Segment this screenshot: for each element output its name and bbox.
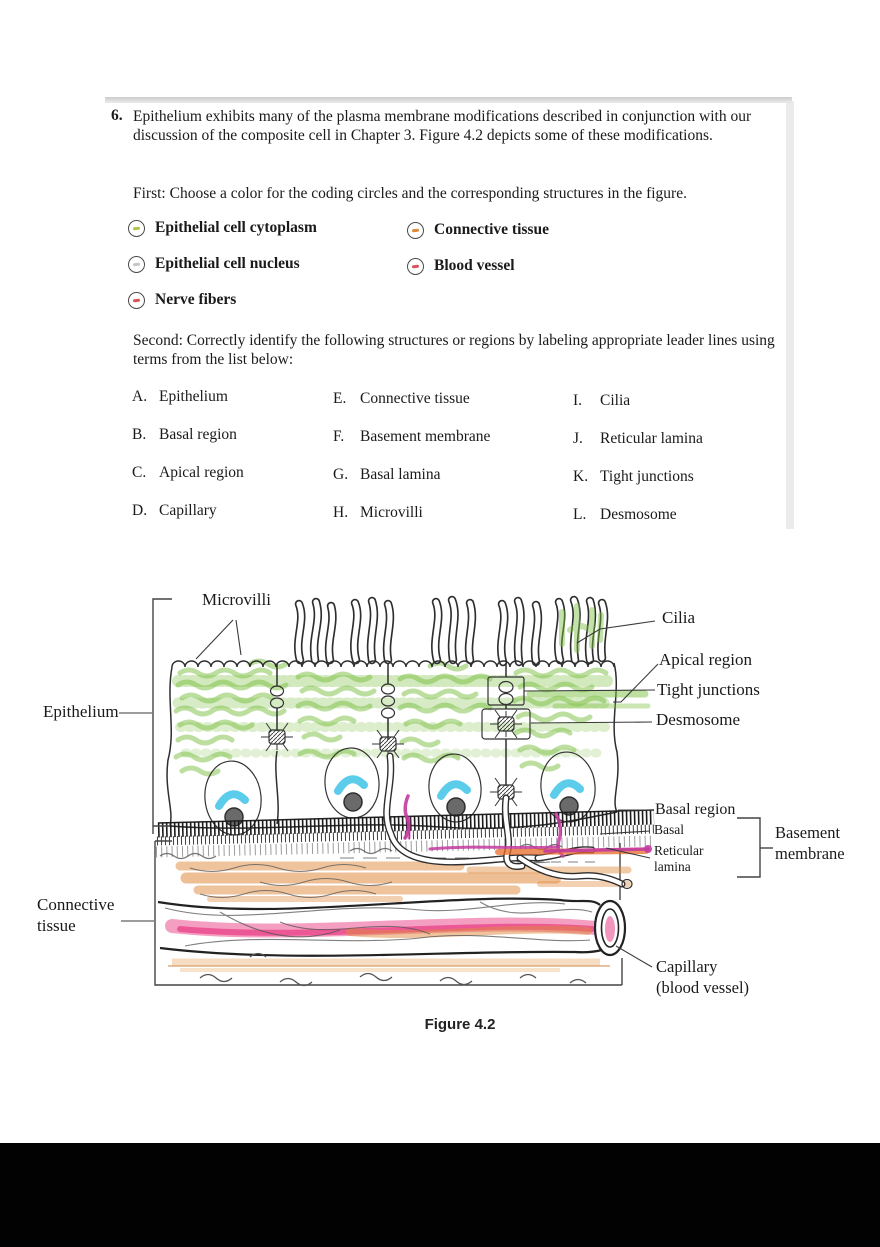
lower-connective-band [168, 952, 610, 987]
leader-lines [119, 619, 659, 968]
color-coding-circle [407, 221, 424, 239]
coding-label: Connective tissue [434, 221, 549, 238]
scan-edge-top [105, 97, 792, 103]
label-reticular-lamina: Reticular lamina [654, 843, 704, 874]
term-letter: I. [573, 392, 583, 409]
color-mark [411, 264, 420, 268]
label-apical-region: Apical region [659, 650, 752, 669]
term-letter: J. [573, 430, 583, 447]
term-text: Tight junctions [600, 468, 694, 485]
label-basement-membrane: Basement membrane [775, 823, 845, 863]
term-letter: E. [333, 390, 347, 407]
coding-circle-row: Epithelial cell cytoplasm [128, 219, 317, 237]
term-item: B. Basal region [132, 426, 237, 444]
term-text: Cilia [600, 392, 631, 409]
term-item: D. Capillary [132, 502, 217, 520]
question-text: Epithelium exhibits many of the plasma m… [133, 108, 752, 144]
term-text: Epithelium [159, 388, 228, 405]
color-mark [132, 262, 141, 266]
connective-orange-coloring [175, 861, 632, 902]
coding-label: Epithelial cell cytoplasm [155, 219, 317, 236]
color-coding-circle [128, 219, 145, 237]
term-letter: C. [132, 464, 147, 481]
coding-label: Epithelial cell nucleus [155, 255, 300, 272]
first-instruction: First: Choose a color for the coding cir… [133, 185, 687, 202]
term-letter: D. [132, 502, 148, 519]
label-capillary: Capillary (blood vessel) [656, 956, 749, 998]
term-item: G. Basal lamina [333, 466, 441, 484]
figure-4-2-drawing [119, 595, 773, 987]
color-coding-circle [407, 257, 424, 275]
term-text: Microvilli [360, 504, 423, 521]
term-text: Capillary [159, 502, 217, 519]
term-letter: H. [333, 504, 349, 521]
term-item: K. Tight junctions [573, 468, 694, 486]
figure-brackets [152, 598, 773, 878]
term-text: Apical region [159, 464, 244, 481]
term-item: E. Connective tissue [333, 390, 470, 408]
term-item: I. Cilia [573, 392, 630, 410]
label-epithelium: Epithelium [43, 702, 119, 721]
term-text: Basal region [159, 426, 237, 443]
label-cilia: Cilia [662, 608, 696, 627]
term-letter: G. [333, 466, 349, 483]
term-text: Basement membrane [360, 428, 491, 445]
color-coding-circle [128, 255, 145, 273]
green-streaks-right [526, 690, 651, 709]
term-letter: L. [573, 506, 587, 523]
label-basal-lamina: Basal [654, 822, 684, 837]
desmosome-box [481, 708, 531, 740]
coding-circle-row: Epithelial cell nucleus [128, 255, 300, 273]
question-number: 6. [111, 107, 123, 124]
cytoplasm-green-coloring [173, 658, 609, 777]
basement-membrane-bracket [737, 817, 761, 878]
color-mark [132, 226, 141, 230]
coding-label: Nerve fibers [155, 291, 237, 308]
capillary-vessel [157, 897, 627, 957]
figure-caption: Figure 4.2 [424, 1016, 496, 1033]
epithelium-bracket [152, 598, 172, 834]
term-letter: K. [573, 468, 589, 485]
coding-circle-row: Blood vessel [407, 257, 515, 275]
color-mark [132, 298, 141, 302]
label-basal-region: Basal region [655, 801, 736, 818]
cilia-tubes [294, 595, 609, 667]
scan-edge-right [786, 101, 794, 529]
label-connective-tissue: Connective tissue [37, 895, 115, 935]
term-item: J. Reticular lamina [573, 430, 703, 448]
label-desmosome: Desmosome [656, 710, 741, 729]
term-letter: B. [132, 426, 147, 443]
label-microvilli: Microvilli [202, 590, 271, 609]
term-text: Reticular lamina [600, 430, 703, 447]
coding-label: Blood vessel [434, 257, 515, 274]
scan-black-band [0, 1143, 880, 1247]
coding-circle-row: Nerve fibers [128, 291, 236, 309]
term-letter: A. [132, 388, 148, 405]
term-item: A. Epithelium [132, 388, 228, 406]
second-instruction: Second: Correctly identify the following… [133, 332, 775, 368]
term-text: Basal lamina [360, 466, 441, 483]
term-item: F. Basement membrane [333, 428, 490, 446]
color-coding-circle [128, 291, 145, 309]
cell-nuclei [204, 747, 596, 836]
coding-circle-row: Connective tissue [407, 221, 549, 239]
junction-complexes [260, 676, 531, 807]
label-capillary-line2: (blood vessel) [656, 978, 750, 997]
color-mark [411, 228, 420, 232]
term-item: H. Microvilli [333, 504, 423, 522]
term-item: C. Apical region [132, 464, 244, 482]
term-text: Desmosome [600, 506, 677, 523]
label-tight-junctions: Tight junctions [657, 680, 760, 699]
microvilli-scalloped-surface [171, 660, 615, 668]
label-capillary-line1: Capillary [656, 957, 718, 976]
term-item: L. Desmosome [573, 506, 677, 524]
term-letter: F. [333, 428, 345, 445]
cilia-green-shading [559, 603, 604, 653]
term-text: Connective tissue [360, 390, 470, 407]
